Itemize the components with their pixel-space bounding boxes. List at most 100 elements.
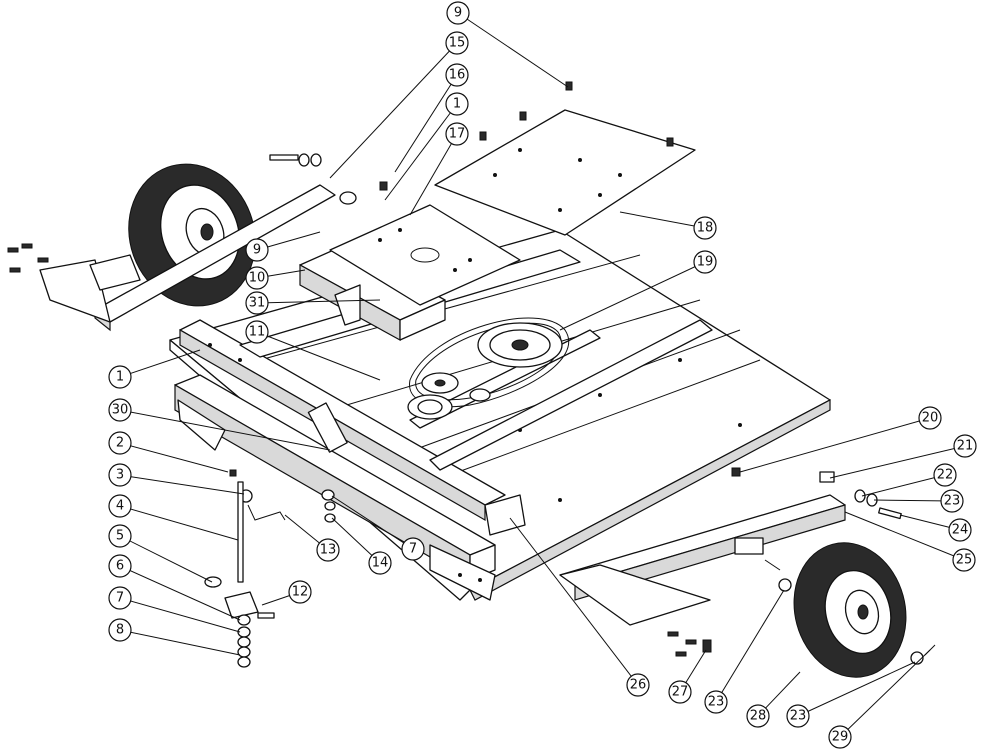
callout-number: 12 [292, 585, 309, 600]
callout-9: 9 [245, 238, 269, 262]
callout-number: 7 [409, 542, 417, 557]
callout-circle [668, 680, 692, 704]
callout-circle [108, 586, 132, 610]
callout-23: 23 [940, 489, 964, 513]
callout-number: 3 [116, 468, 124, 483]
leader-lines [119, 12, 966, 738]
callout-1: 1 [108, 365, 132, 389]
callout-number: 31 [249, 296, 266, 311]
callout-21: 21 [953, 434, 977, 458]
callout-number: 7 [116, 591, 124, 606]
callout-number: 17 [449, 127, 466, 142]
callout-23: 23 [704, 690, 728, 714]
callout-4: 4 [108, 494, 132, 518]
callout-number: 5 [116, 529, 124, 544]
callout-circle [108, 463, 132, 487]
callout-circle [933, 463, 957, 487]
callout-9: 9 [446, 1, 470, 25]
callout-circle [828, 725, 852, 749]
callout-circle [108, 431, 132, 455]
right-bolts [667, 631, 712, 657]
callout-25: 25 [952, 548, 976, 572]
callout-circle [948, 518, 972, 542]
callout-circle [445, 122, 469, 146]
height-adjust-parts [204, 469, 336, 668]
callout-circle [445, 31, 469, 55]
front-cross-beam [174, 374, 496, 601]
callout-number: 9 [253, 243, 261, 258]
callout-6: 6 [108, 554, 132, 578]
callout-number: 14 [372, 556, 389, 571]
callout-number: 4 [116, 499, 124, 514]
mount-bracket [299, 244, 446, 342]
callout-circle [626, 673, 650, 697]
callout-number: 23 [944, 494, 961, 509]
callout-circle [693, 216, 717, 240]
callout-number: 8 [116, 623, 124, 638]
callout-1: 1 [445, 92, 469, 116]
callout-circle [445, 92, 469, 116]
callout-circle [108, 524, 132, 548]
callout-number: 20 [922, 411, 939, 426]
callout-15: 15 [445, 31, 469, 55]
callout-number: 11 [249, 325, 266, 340]
callout-number: 15 [449, 36, 466, 51]
left-wheel-assembly [7, 153, 336, 332]
callout-circle [704, 690, 728, 714]
callout-19: 19 [693, 250, 717, 274]
diagram-artwork [7, 12, 966, 738]
gearbox-plate [329, 204, 521, 306]
callout-number: 27 [672, 685, 689, 700]
callout-17: 17 [445, 122, 469, 146]
callout-number: 6 [116, 559, 124, 574]
callout-circle [940, 489, 964, 513]
callout-number: 9 [454, 6, 462, 21]
axle-hardware [731, 467, 902, 520]
callout-circle [446, 1, 470, 25]
callout-27: 27 [668, 680, 692, 704]
callout-number: 1 [453, 97, 461, 112]
callout-circle [245, 238, 269, 262]
callout-24: 24 [948, 518, 972, 542]
callout-number: 13 [320, 543, 337, 558]
callout-circle [245, 320, 269, 344]
callout-number: 21 [957, 439, 974, 454]
callout-number: 23 [790, 709, 807, 724]
callout-circle [108, 554, 132, 578]
callout-group: 9151611718910193111130234567812131472620… [108, 1, 977, 749]
callout-circle [108, 365, 132, 389]
callout-circle [953, 434, 977, 458]
callout-circle [445, 63, 469, 87]
callout-5: 5 [108, 524, 132, 548]
callout-16: 16 [445, 63, 469, 87]
callout-circle [245, 266, 269, 290]
callout-circle [108, 398, 132, 422]
callout-29: 29 [828, 725, 852, 749]
callout-circle [108, 494, 132, 518]
callout-circle [952, 548, 976, 572]
callout-7: 7 [401, 537, 425, 561]
callout-number: 10 [249, 271, 266, 286]
callout-30: 30 [108, 398, 132, 422]
callout-28: 28 [746, 704, 770, 728]
callout-number: 18 [697, 221, 714, 236]
callout-13: 13 [316, 538, 340, 562]
callout-14: 14 [368, 551, 392, 575]
cover-plate [434, 109, 696, 236]
right-wheel-assembly [559, 494, 936, 678]
callout-23: 23 [786, 704, 810, 728]
callout-number: 26 [630, 678, 647, 693]
callout-number: 23 [708, 695, 725, 710]
callout-3: 3 [108, 463, 132, 487]
callout-12: 12 [288, 580, 312, 604]
belt-and-pulleys [407, 317, 570, 420]
callout-2: 2 [108, 431, 132, 455]
callout-number: 1 [116, 370, 124, 385]
callout-circle [786, 704, 810, 728]
callout-20: 20 [918, 406, 942, 430]
callout-number: 29 [832, 730, 849, 745]
callout-number: 2 [116, 436, 124, 451]
callout-11: 11 [245, 320, 269, 344]
callout-number: 28 [750, 709, 767, 724]
callout-8: 8 [108, 618, 132, 642]
